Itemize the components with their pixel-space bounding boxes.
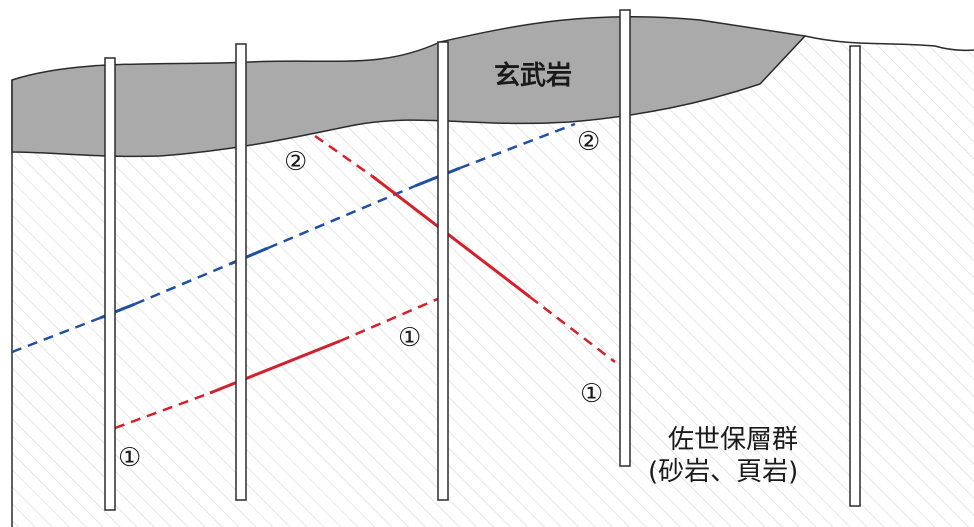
borehole-4 bbox=[620, 10, 630, 466]
borehole-2 bbox=[236, 44, 246, 500]
marker-1-left: ① bbox=[118, 443, 141, 473]
borehole-1 bbox=[105, 58, 115, 510]
sasebo-group-label: 佐世保層群 bbox=[668, 425, 798, 455]
borehole-3 bbox=[438, 42, 448, 500]
marker-2-right: ② bbox=[577, 127, 600, 157]
sasebo-group-sublabel: (砂岩、頁岩) bbox=[648, 457, 798, 487]
borehole-5 bbox=[850, 46, 860, 506]
marker-2-left: ② bbox=[284, 147, 307, 177]
marker-1-right: ① bbox=[580, 379, 603, 409]
marker-1-middle: ① bbox=[398, 323, 421, 353]
basalt-label: 玄武岩 bbox=[494, 60, 572, 91]
